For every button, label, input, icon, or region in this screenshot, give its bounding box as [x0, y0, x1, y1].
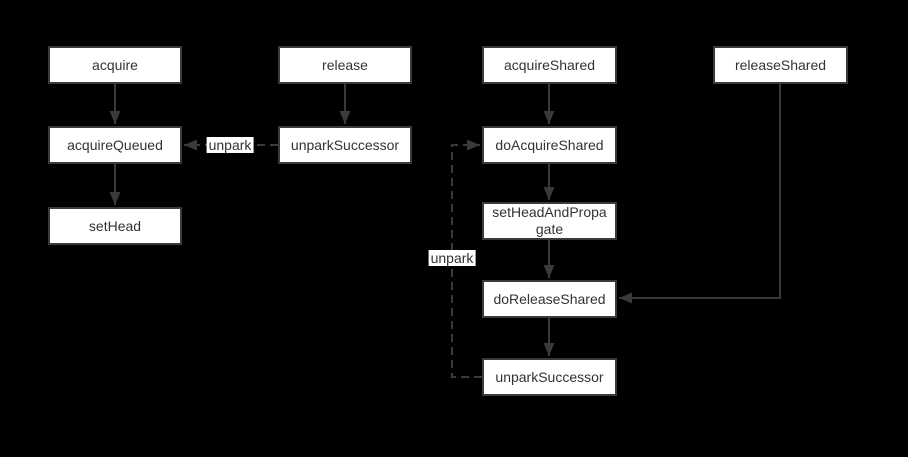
node-release: release — [278, 46, 412, 84]
node-acquire: acquire — [48, 46, 182, 84]
node-doreleaseshared: doReleaseShared — [482, 280, 617, 318]
node-doacquireshared: doAcquireShared — [482, 126, 617, 164]
edge-label-unpark-1: unpark — [206, 137, 254, 153]
edge-releaseshared-to-doreleaseshared — [619, 84, 781, 304]
node-acquirequeued: acquireQueued — [48, 126, 182, 164]
node-unparksuccessor: unparkSuccessor — [278, 126, 412, 164]
edge-label-unpark-2: unpark — [428, 250, 476, 266]
node-releaseshared: releaseShared — [713, 46, 848, 84]
node-sethead: setHead — [48, 207, 182, 245]
node-acquireshared: acquireShared — [482, 46, 617, 84]
node-setheadandpropagate: setHeadAndPropagate — [482, 202, 617, 240]
node-unparksuccessor2: unparkSuccessor — [482, 358, 617, 396]
